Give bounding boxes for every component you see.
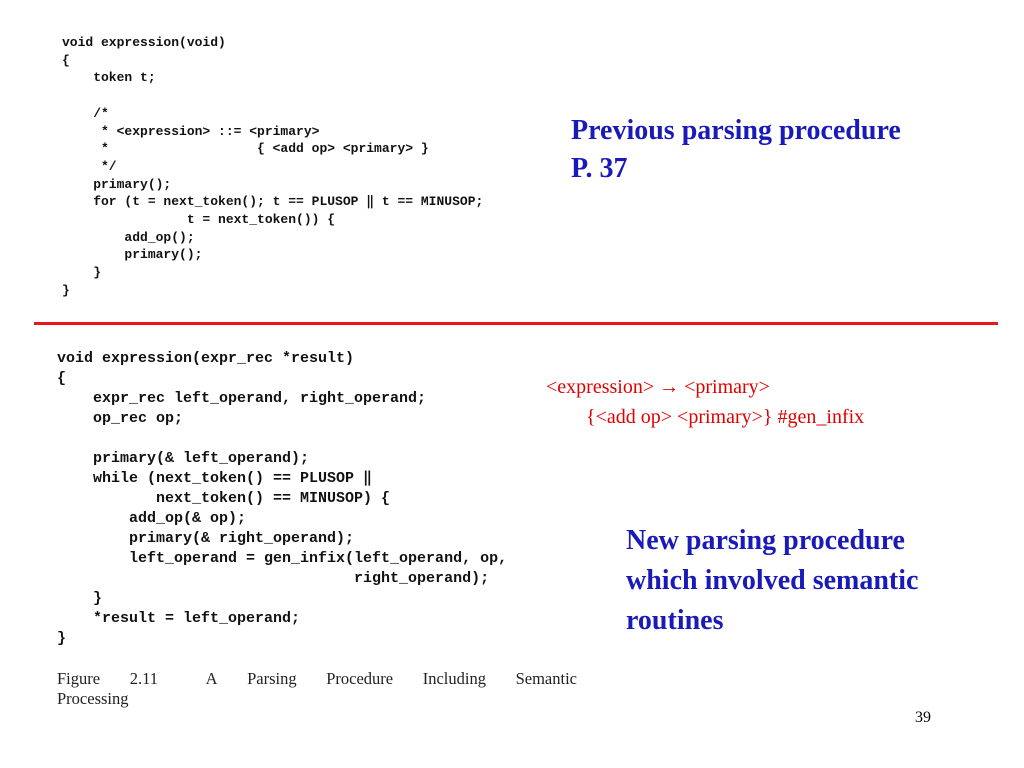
code-line: void expression(expr_rec *result)	[57, 350, 355, 367]
figure-caption: Figure 2.11 A Parsing Procedure Includin…	[57, 669, 577, 709]
note-line: routines	[626, 605, 724, 636]
code-line: add_op(& op);	[57, 510, 247, 527]
code-line: }	[57, 590, 103, 607]
code-line: primary(& left_operand);	[57, 450, 310, 467]
section-divider	[34, 322, 998, 325]
code-line: next_token() == MINUSOP) {	[57, 490, 391, 507]
code-line: {	[57, 370, 67, 387]
code-line: token t;	[62, 70, 156, 86]
grammar-rule: <expression> → <primary> {<add op> <prim…	[546, 372, 864, 432]
code-line: {	[62, 52, 70, 68]
previous-procedure-note: Previous parsing procedure P. 37	[571, 112, 901, 188]
caption-word: Procedure	[326, 669, 394, 688]
caption-word: Including	[422, 669, 486, 688]
code-line: right_operand);	[57, 570, 490, 587]
code-line: add_op();	[62, 229, 195, 245]
code-line: op_rec op;	[57, 410, 184, 427]
note-line: New parsing procedure	[626, 525, 905, 556]
code-line: *result = left_operand;	[57, 610, 301, 627]
code-line: primary(& right_operand);	[57, 530, 355, 547]
code-line: primary();	[62, 247, 203, 263]
code-line: * { <add op> <primary> }	[62, 141, 429, 157]
new-procedure-note: New parsing procedure which involved sem…	[626, 521, 918, 641]
code-line: }	[62, 282, 70, 298]
caption-word: Semantic	[515, 669, 577, 688]
page-number: 39	[915, 709, 931, 726]
code-line: t = next_token()) {	[62, 212, 336, 228]
code-line: while (next_token() == PLUSOP ‖	[57, 470, 373, 487]
grammar-line: {<add op> <primary>} #gen_infix	[586, 406, 865, 428]
code-line: }	[62, 265, 102, 281]
code-line: left_operand = gen_infix(left_operand, o…	[57, 550, 508, 567]
code-line: expr_rec left_operand, right_operand;	[57, 390, 427, 407]
caption-line: Processing	[57, 689, 129, 708]
code-line: for (t = next_token(); t == PLUSOP ‖ t =…	[62, 194, 484, 210]
code-line: void expression(void)	[62, 35, 226, 50]
note-line: Previous parsing procedure	[571, 115, 901, 146]
code-line: * <expression> ::= <primary>	[62, 123, 320, 139]
new-parsing-code: void expression(expr_rec *result) { expr…	[57, 349, 507, 649]
caption-word: A	[205, 669, 218, 688]
caption-line: Figure 2.11 A Parsing Procedure Includin…	[57, 669, 577, 689]
code-line: /*	[62, 105, 109, 121]
caption-word: Figure	[57, 669, 101, 688]
note-line: P. 37	[571, 153, 628, 184]
code-line: */	[62, 158, 117, 174]
caption-word: 2.11	[129, 669, 158, 688]
code-line: }	[57, 630, 67, 647]
previous-parsing-code: void expression(void) { token t; /* * <e…	[62, 34, 483, 300]
code-line: primary();	[62, 176, 172, 192]
grammar-line: <expression> → <primary>	[546, 376, 770, 398]
note-line: which involved semantic	[626, 565, 919, 596]
caption-word: Parsing	[247, 669, 297, 688]
